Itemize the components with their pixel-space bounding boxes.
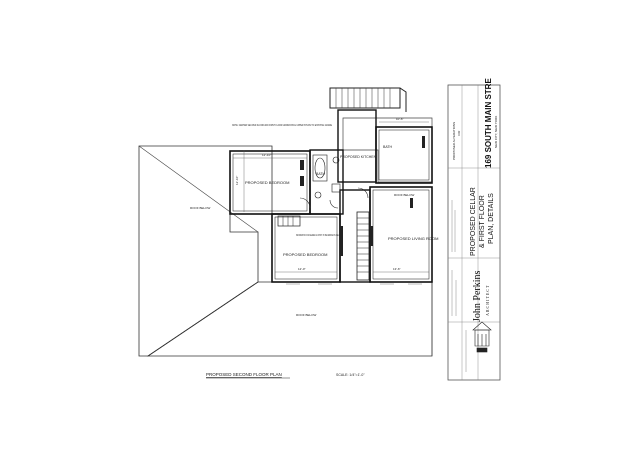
- sheet-title-line1: PROPOSED CELLAR: [470, 187, 477, 256]
- roof-label-top: ROOF BELOW: [394, 193, 415, 197]
- fine-print: [451, 200, 467, 372]
- wall-hatch: [300, 136, 425, 256]
- city-line: NEW CITY, NEW YORK: [494, 116, 498, 148]
- sheet-title-line2: & FIRST FLOOR: [479, 195, 486, 248]
- drawing-note-side: INFORMATION FOR HEADER & JOISTS TO BE VE…: [296, 233, 340, 237]
- drawing-scale: SCALE: 1/4"=1'-0": [336, 373, 365, 377]
- dimension-lines: [233, 121, 429, 285]
- roof-hip-line: [138, 145, 259, 233]
- dimension-text: 12'-0": [298, 267, 306, 271]
- interior-stair: [277, 211, 370, 281]
- roof-label-bottom: ROOF BELOW: [296, 313, 317, 317]
- dimension-text: 10'-6": [396, 117, 404, 121]
- exterior-stair: [329, 87, 407, 112]
- room-label-bath-2: BATH: [383, 145, 393, 149]
- dimension-text: 12'-10": [235, 176, 239, 185]
- floor-plan-drawing: PROPOSED BEDROOM PROPOSED BEDROOM PROPOS…: [138, 87, 438, 379]
- roof-label-left: ROOF BELOW: [190, 206, 211, 210]
- drawing-note-top: NOTE: CENTER SECOND FLOOR AND FIRST FLOO…: [232, 123, 332, 127]
- house-logo-icon: [472, 321, 492, 353]
- sheet-title-line3: PLAN, DETAILS: [488, 193, 495, 244]
- firm-subtitle: ARCHITECT: [485, 285, 490, 316]
- room-label-bedroom-left: PROPOSED BEDROOM: [245, 180, 289, 185]
- title-block: PROPOSED ALTERATIONS FOR 169 SOUTH MAIN …: [447, 78, 501, 381]
- bath-fixtures: [299, 154, 369, 209]
- dimension-text: 13'-6": [393, 267, 401, 271]
- room-label-bedroom-lower: PROPOSED BEDROOM: [283, 252, 327, 257]
- room-label-kitchen: PROPOSED KITCHEN: [340, 155, 377, 159]
- firm-name: John Perkins: [472, 271, 483, 323]
- dimension-text: 12'-10": [262, 153, 271, 157]
- project-address: 169 SOUTH MAIN STRE: [484, 78, 493, 168]
- drawing-caption: PROPOSED SECOND FLOOR PLAN: [206, 372, 282, 377]
- room-label-bath: BATH: [316, 172, 326, 176]
- for-line: FOR: [458, 131, 461, 136]
- roof-outline: [138, 145, 273, 357]
- room-label-living-room: PROPOSED LIVING ROOM: [388, 236, 438, 241]
- title-block-frame: [447, 84, 501, 381]
- roof-outline-bottom: [146, 281, 433, 357]
- client-line: PROPOSED ALTERATIONS: [452, 122, 456, 160]
